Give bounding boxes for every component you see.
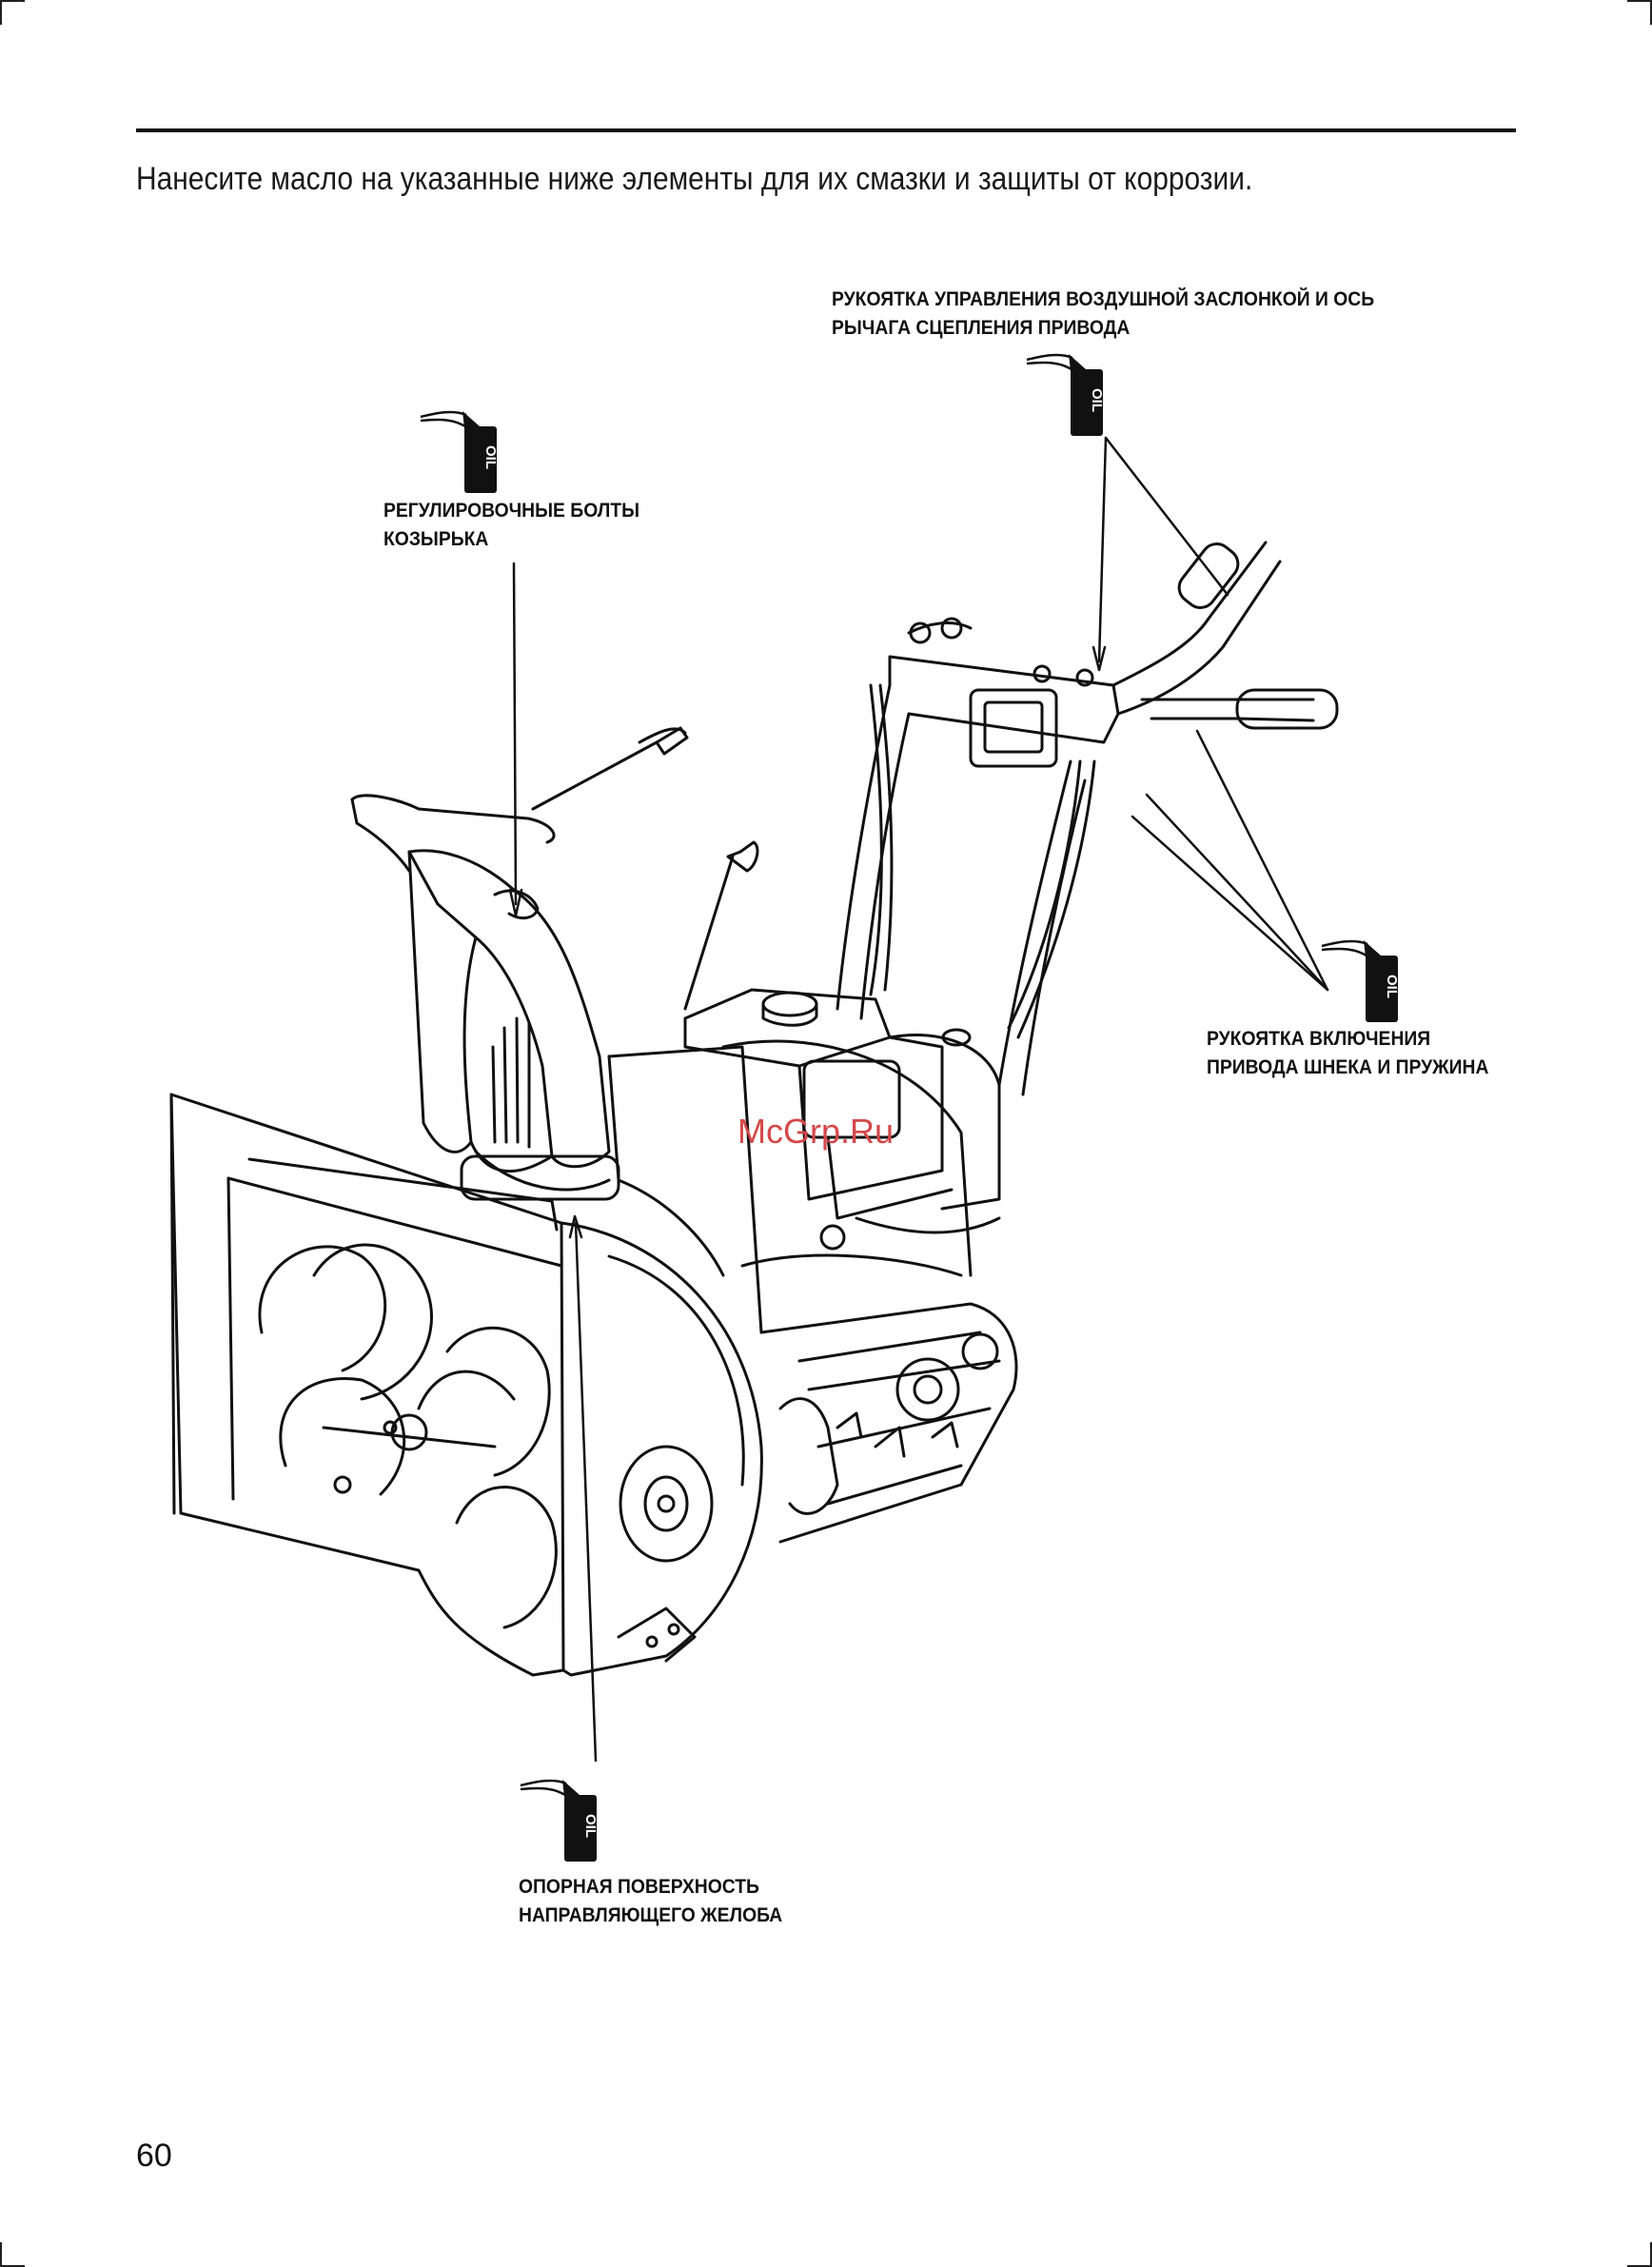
- callout-line: ПРИВОДА ШНЕКА И ПРУЖИНА: [1207, 1054, 1488, 1082]
- callout-line: РЫЧАГА СЦЕПЛЕНИЯ ПРИВОДА: [832, 314, 1374, 343]
- svg-text:OIL: OIL: [582, 1814, 599, 1838]
- callout-line: ОПОРНАЯ ПОВЕРХНОСТЬ: [519, 1873, 782, 1902]
- oil-can-icon-auger: OIL: [1322, 940, 1400, 1022]
- callout-chute-surface: ОПОРНАЯ ПОВЕРХНОСТЬ НАПРАВЛЯЮЩЕГО ЖЕЛОБА: [519, 1873, 782, 1930]
- svg-text:OIL: OIL: [482, 445, 499, 469]
- page-number: 60: [136, 2138, 172, 2175]
- svg-text:OIL: OIL: [1089, 388, 1105, 412]
- oil-can-icon-deflector: OIL: [421, 411, 499, 493]
- callout-line: РЕГУЛИРОВОЧНЫЕ БОЛТЫ: [384, 497, 639, 525]
- callout-line: КОЗЫРЬКА: [384, 525, 639, 554]
- callout-deflector-bolts: РЕГУЛИРОВОЧНЫЕ БОЛТЫ КОЗЫРЬКА: [384, 497, 639, 554]
- callout-choke-lever: РУКОЯТКА УПРАВЛЕНИЯ ВОЗДУШНОЙ ЗАСЛОНКОЙ …: [832, 286, 1374, 343]
- watermark: McGrp.Ru: [738, 1112, 894, 1152]
- callout-auger-lever: РУКОЯТКА ВКЛЮЧЕНИЯ ПРИВОДА ШНЕКА И ПРУЖИ…: [1207, 1025, 1488, 1082]
- callout-line: НАПРАВЛЯЮЩЕГО ЖЕЛОБА: [519, 1902, 782, 1930]
- callout-line: РУКОЯТКА ВКЛЮЧЕНИЯ: [1207, 1025, 1488, 1054]
- oil-can-icon-choke: OIL: [1027, 354, 1105, 436]
- oil-can-icon-chute: OIL: [521, 1780, 599, 1862]
- svg-text:OIL: OIL: [1384, 975, 1400, 998]
- callout-line: РУКОЯТКА УПРАВЛЕНИЯ ВОЗДУШНОЙ ЗАСЛОНКОЙ …: [832, 286, 1374, 314]
